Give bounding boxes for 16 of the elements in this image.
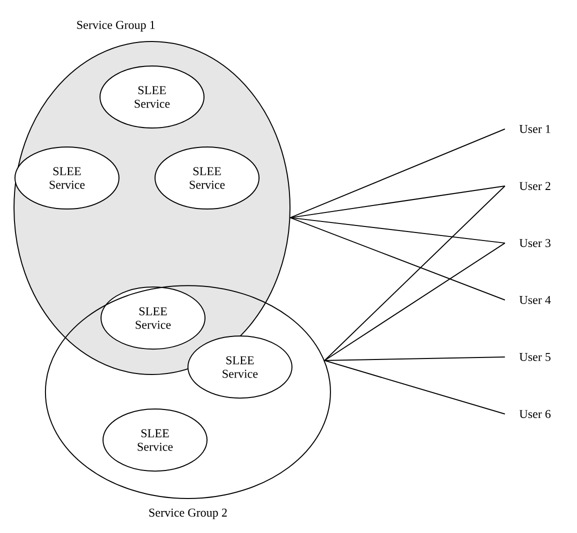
user-label: User 4 — [519, 296, 551, 304]
connector-line — [290, 217, 506, 300]
connector-line — [324, 356, 505, 362]
node-label: Service Group 2 — [149, 508, 227, 520]
user-label: User 1 — [519, 124, 550, 134]
connector-line — [290, 186, 505, 218]
user-label: User 3 — [519, 239, 550, 248]
node-label: Service Group 1 — [77, 20, 155, 32]
connector-line — [324, 242, 506, 361]
connector-line — [290, 217, 505, 244]
connector-line — [324, 186, 506, 361]
user-label: User 5 — [519, 353, 550, 361]
user-label: User 2 — [519, 182, 550, 190]
connector-line — [290, 128, 506, 218]
user-label: User 6 — [519, 410, 551, 418]
connector-line — [324, 360, 506, 415]
